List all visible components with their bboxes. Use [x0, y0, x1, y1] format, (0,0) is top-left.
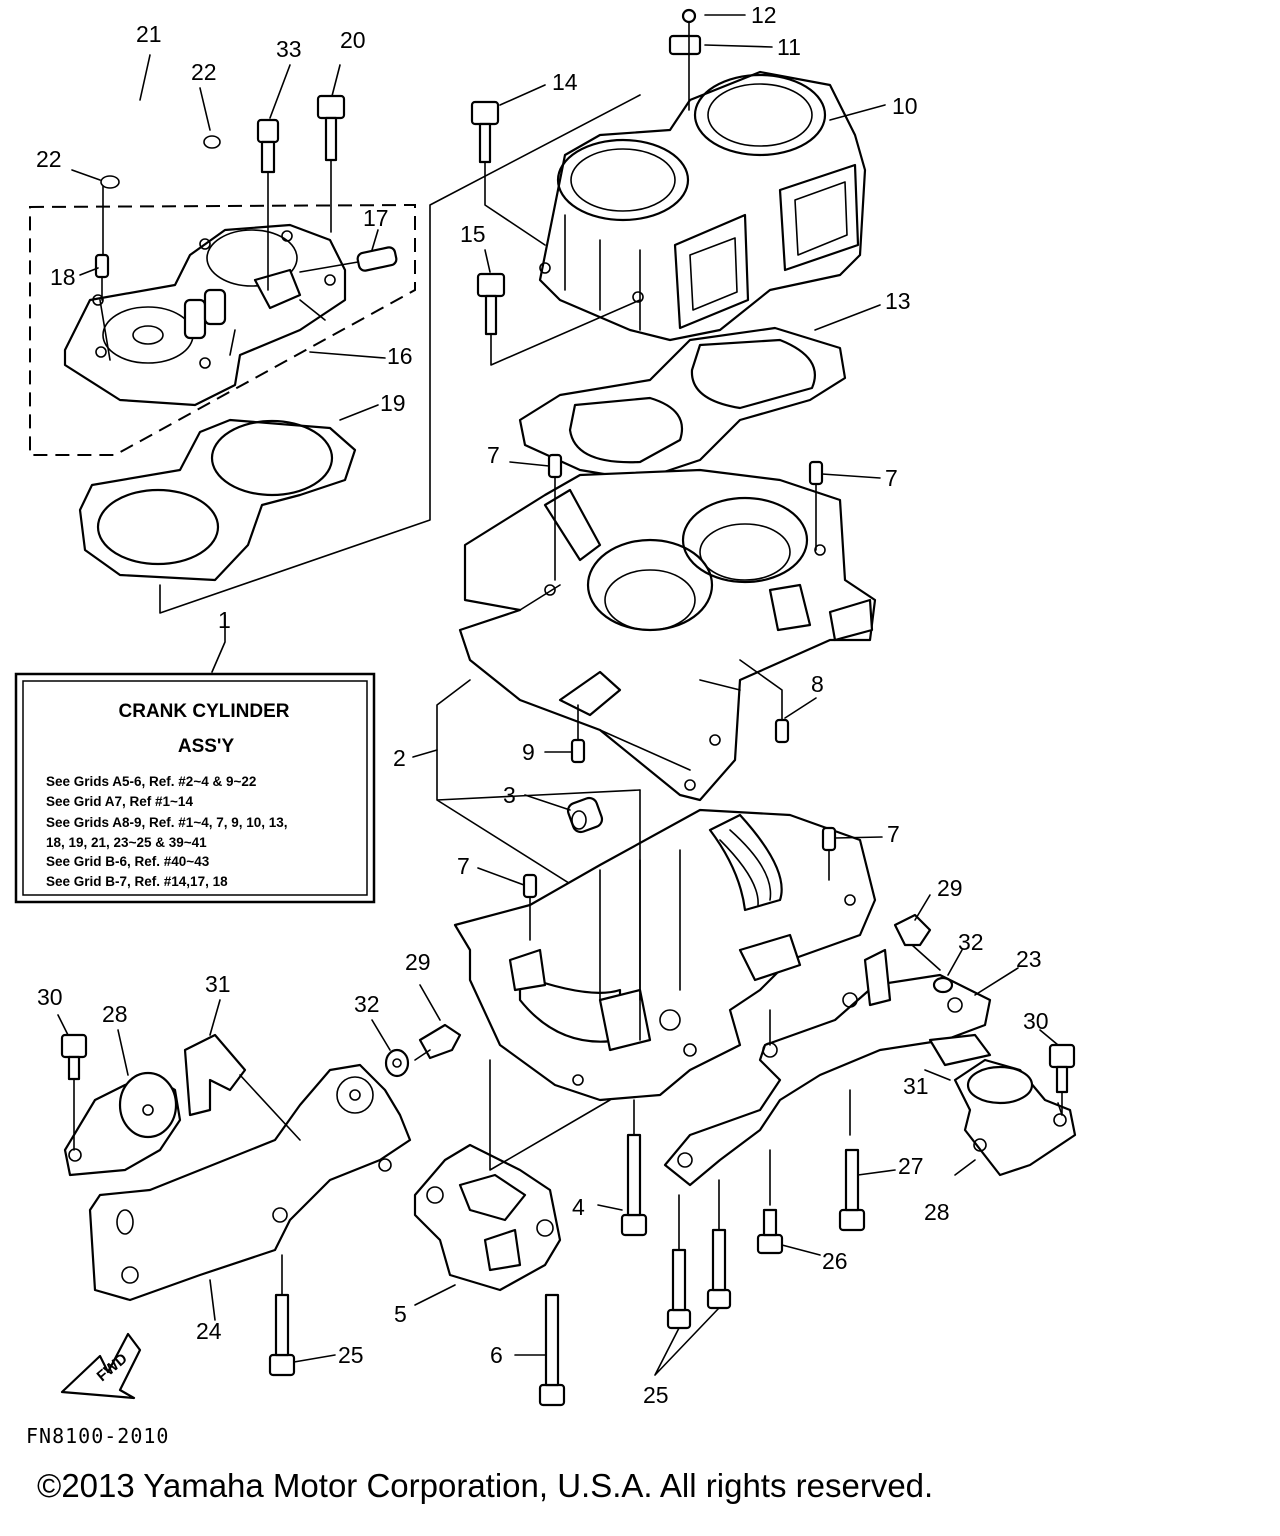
- callout-4: 4: [572, 1194, 585, 1220]
- callout-11: 11: [777, 34, 801, 60]
- callout-27: 27: [898, 1153, 924, 1179]
- callout-14: 14: [552, 69, 578, 95]
- assembly-note-5: See Grid B-6, Ref. #40~43: [46, 854, 210, 869]
- callout-12: 12: [751, 2, 777, 28]
- callout-3: 3: [503, 782, 516, 808]
- callout-7b: 7: [885, 465, 898, 491]
- copyright-notice: ©2013 Yamaha Motor Corporation, U.S.A. A…: [37, 1467, 933, 1504]
- head-gasket: [78, 418, 357, 582]
- callout-26: 26: [822, 1248, 848, 1274]
- callout-32a: 32: [354, 991, 380, 1017]
- assembly-note-box: CRANK CYLINDER ASS'Y See Grids A5-6, Ref…: [14, 672, 376, 904]
- assembly-note-4: 18, 19, 21, 23~25 & 39~41: [46, 835, 207, 850]
- callout-8: 8: [811, 671, 824, 697]
- callout-25a: 25: [338, 1342, 364, 1368]
- callout-9: 9: [522, 739, 535, 765]
- assembly-title-line2: ASS'Y: [178, 736, 235, 757]
- callout-19: 19: [380, 390, 406, 416]
- cylinder-block-group: [470, 8, 867, 482]
- upper-crankcase-group: [436, 453, 877, 891]
- callout-23: 23: [1016, 946, 1042, 972]
- assembly-title-line1: CRANK CYLINDER: [119, 701, 290, 722]
- cylinder-base-gasket: [518, 326, 847, 482]
- callout-7d: 7: [457, 853, 470, 879]
- drawing-code: FN8100-2010: [26, 1424, 169, 1448]
- callout-10: 10: [892, 93, 918, 119]
- callout-15: 15: [460, 221, 486, 247]
- center-engine-mount: [413, 1143, 562, 1292]
- assembly-note-6: See Grid B-7, Ref. #14,17, 18: [46, 874, 228, 889]
- leader-lines: [57, 14, 1063, 1376]
- callout-5: 5: [394, 1301, 407, 1327]
- head-dashed-frame: [29, 203, 416, 456]
- assembly-note-3: See Grids A8-9, Ref. #1~4, 7, 9, 10, 13,: [46, 815, 288, 830]
- callout-24: 24: [196, 1318, 222, 1344]
- callout-25b: 25: [643, 1382, 669, 1408]
- assembly-note-2: See Grid A7, Ref #1~14: [46, 794, 193, 809]
- callout-6: 6: [490, 1342, 503, 1368]
- callout-7c: 7: [887, 821, 900, 847]
- cylinder-head-group: [29, 89, 641, 614]
- callout-31a: 31: [205, 971, 231, 997]
- callout-20: 20: [340, 27, 366, 53]
- callout-13: 13: [885, 288, 911, 314]
- assembly-note-1: See Grids A5-6, Ref. #2~4 & 9~22: [46, 774, 256, 789]
- engine-mounts-group: [60, 913, 1077, 1407]
- callout-22a: 22: [191, 59, 217, 85]
- callout-30a: 30: [37, 984, 63, 1010]
- callout-28a: 28: [102, 1001, 128, 1027]
- fwd-arrow: FWD: [60, 1332, 142, 1400]
- callout-29b: 29: [937, 875, 963, 901]
- callout-33: 33: [276, 36, 302, 62]
- callout-7a: 7: [487, 442, 500, 468]
- callout-28b: 28: [924, 1199, 950, 1225]
- callout-16: 16: [387, 343, 413, 369]
- callout-1: 1: [218, 607, 231, 633]
- callout-30b: 30: [1023, 1008, 1049, 1034]
- lower-crankcase-group: [453, 789, 877, 1102]
- right-engine-mount: [663, 973, 992, 1187]
- callout-21: 21: [136, 21, 162, 47]
- upper-crankcase: [458, 468, 877, 802]
- callout-2: 2: [393, 745, 406, 771]
- callout-32b: 32: [958, 929, 984, 955]
- callout-29a: 29: [405, 949, 431, 975]
- callout-22b: 22: [36, 146, 62, 172]
- callout-31b: 31: [903, 1073, 929, 1099]
- callout-labels: 1 2 3 4 5 6 7 7 7 7 7 8 9 10 11 12 13 14…: [36, 2, 1049, 1408]
- callout-17: 17: [363, 205, 389, 231]
- left-engine-mount: [88, 1063, 412, 1302]
- callout-18: 18: [50, 264, 76, 290]
